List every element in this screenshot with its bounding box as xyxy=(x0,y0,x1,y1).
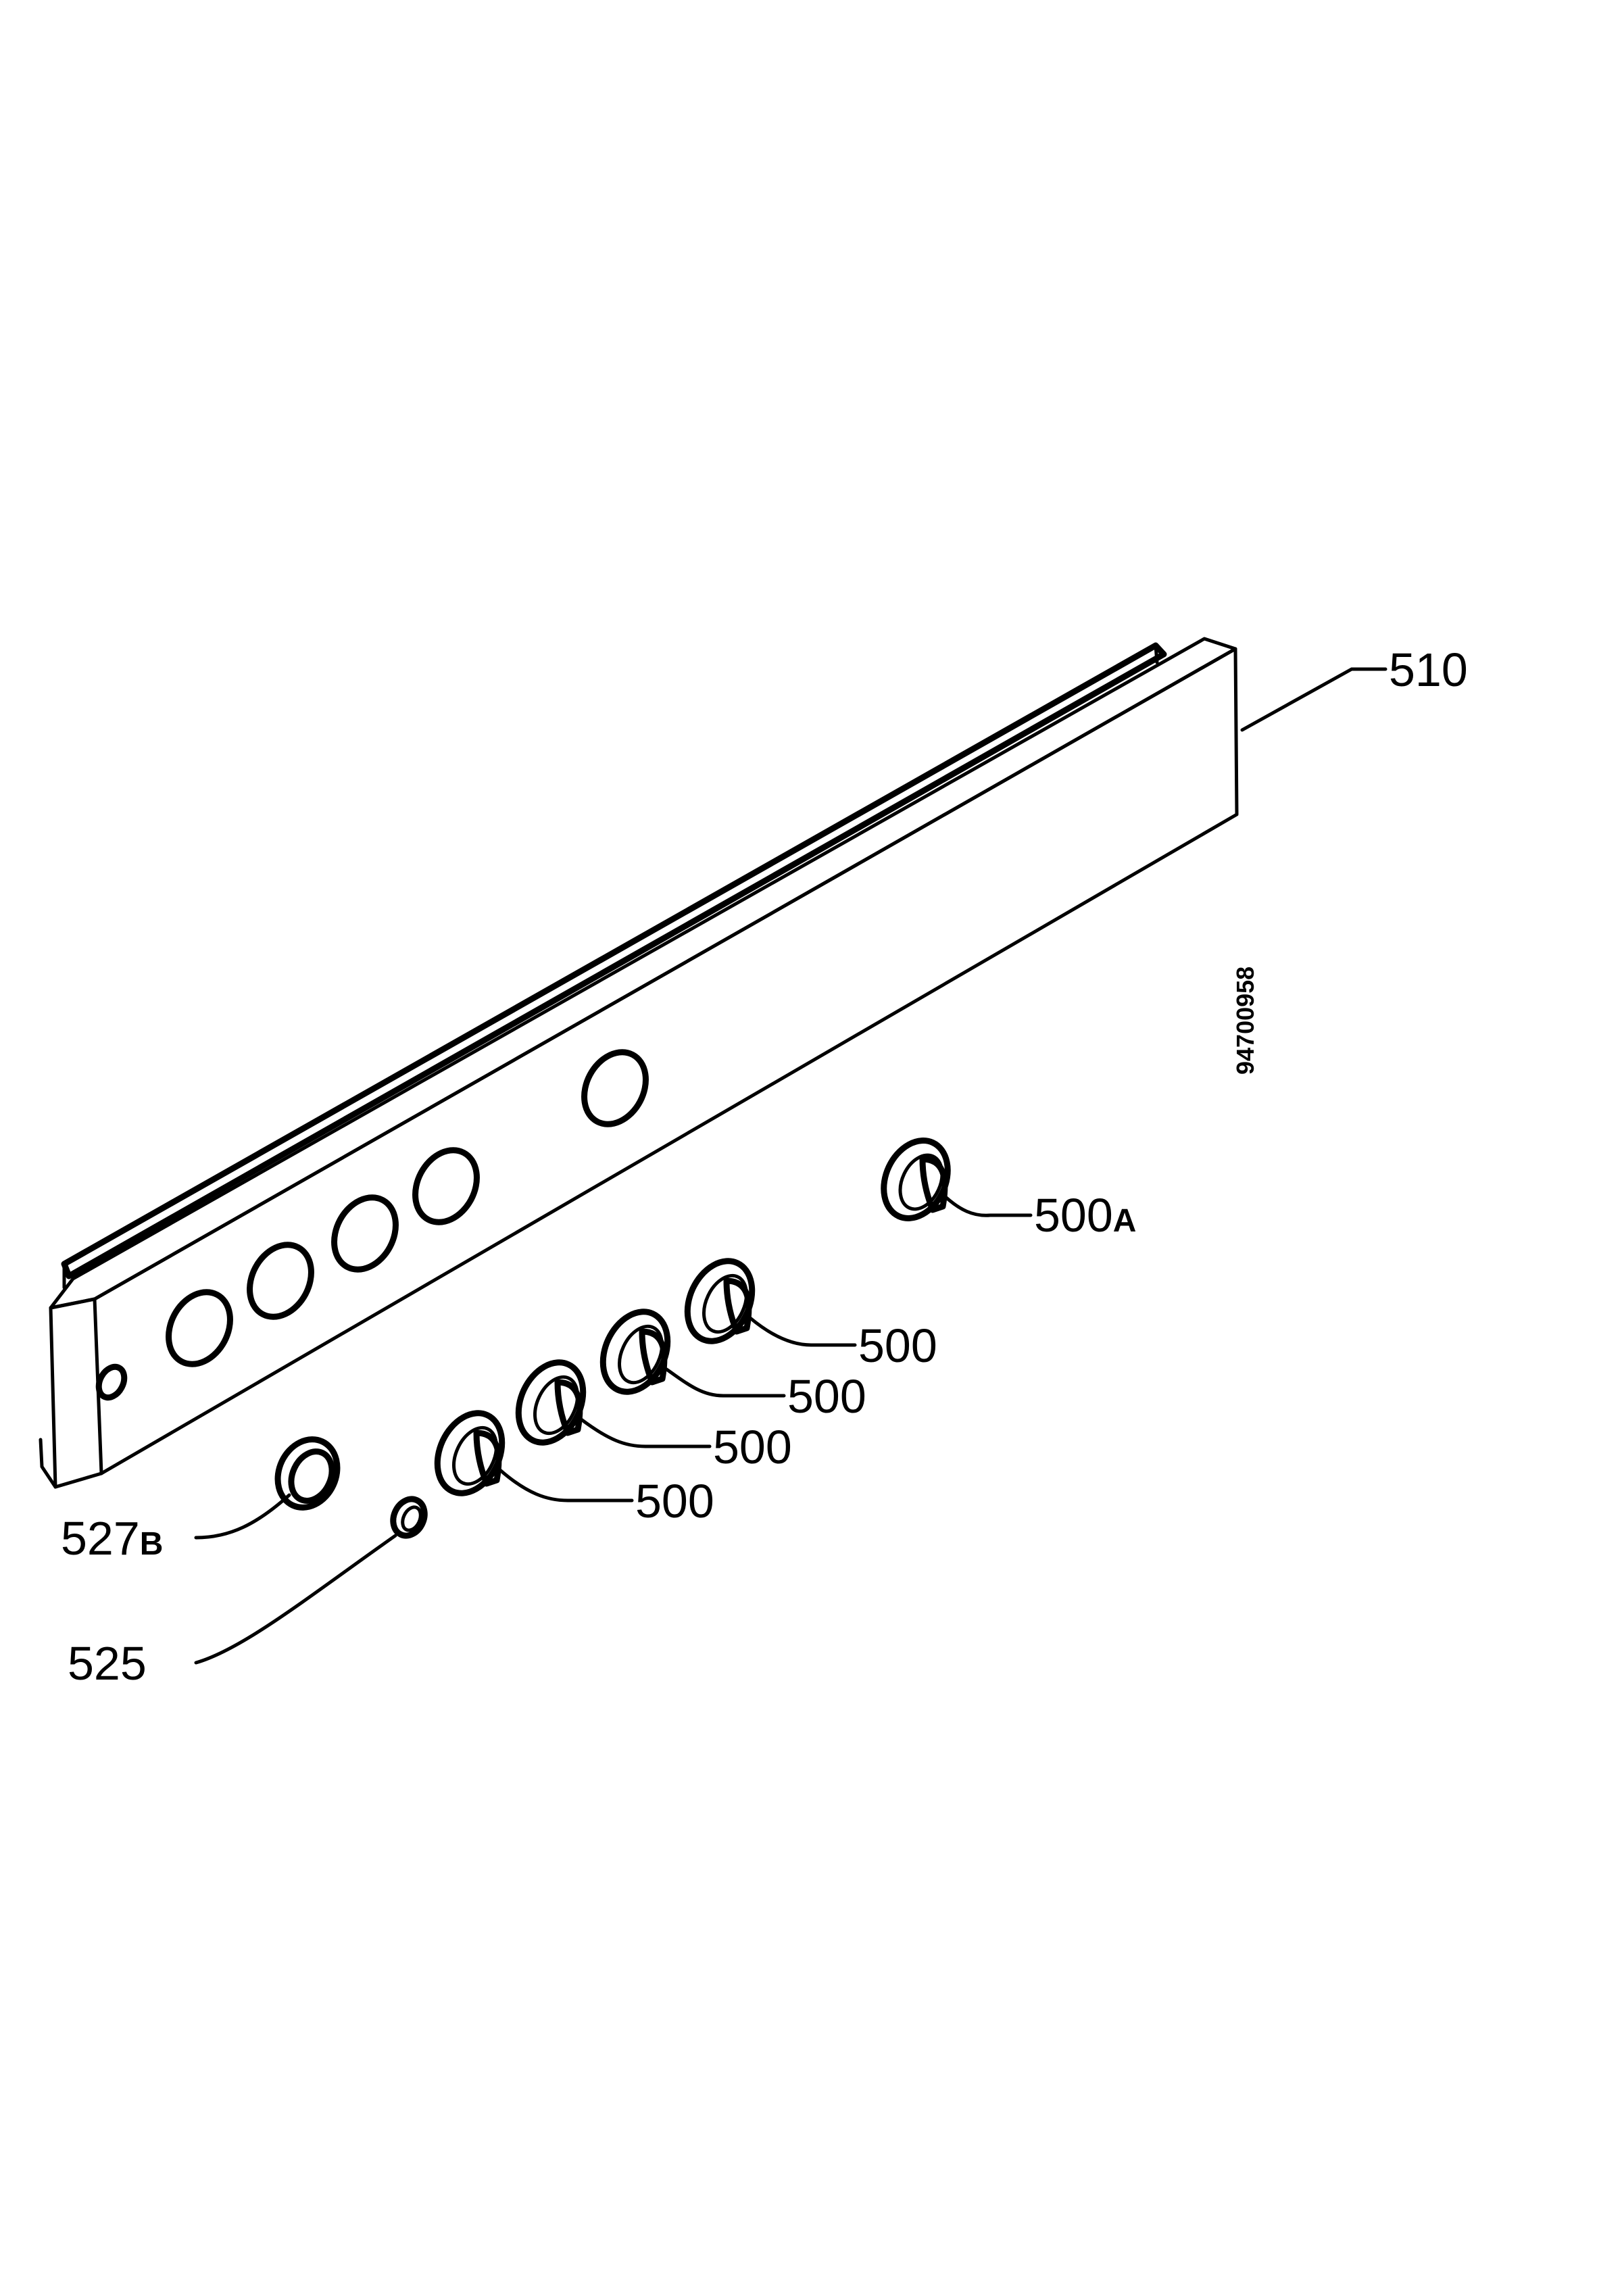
panel-hole-4 xyxy=(412,1147,480,1225)
callout-500a-suffix: A xyxy=(1113,1203,1137,1239)
panel-hole-3 xyxy=(331,1194,399,1273)
knob-500a xyxy=(881,1138,951,1221)
drawing-number: 94700958 xyxy=(1231,967,1259,1075)
panel-hole-small xyxy=(95,1363,128,1401)
knob-500-3 xyxy=(515,1359,587,1446)
leader-500-4 xyxy=(498,1468,634,1503)
panel-left-edge xyxy=(39,1438,57,1489)
callout-527b: 527B xyxy=(61,1512,163,1565)
callout-500a-number: 500 xyxy=(1034,1189,1113,1242)
callout-510: 510 xyxy=(1389,643,1468,696)
panel-hole-1 xyxy=(166,1289,233,1367)
bezel-ring-527b xyxy=(274,1436,341,1511)
leader-500-3 xyxy=(579,1417,712,1448)
leader-525 xyxy=(194,1534,397,1665)
callout-500a: 500A xyxy=(1034,1189,1136,1242)
knob-500-1 xyxy=(684,1258,756,1344)
knob-500-4 xyxy=(434,1410,506,1496)
callout-500-1: 500 xyxy=(858,1319,937,1372)
callout-525: 525 xyxy=(68,1637,147,1690)
leader-500a xyxy=(943,1194,1033,1217)
leader-510 xyxy=(1240,667,1387,732)
button-525 xyxy=(390,1496,428,1539)
panel-hole-5 xyxy=(581,1049,649,1127)
panel-rear-edge xyxy=(62,643,1159,1290)
callout-527b-suffix: B xyxy=(140,1526,164,1562)
callout-500-4: 500 xyxy=(635,1475,714,1528)
knob-500-2 xyxy=(599,1309,671,1395)
callout-500-2: 500 xyxy=(787,1370,866,1423)
panel-rear-flange xyxy=(61,642,1167,1279)
control-panel xyxy=(39,637,1239,1489)
panel-hole-2 xyxy=(247,1242,314,1320)
callout-500-3: 500 xyxy=(713,1421,792,1473)
leader-500-2 xyxy=(664,1367,786,1398)
leader-500-1 xyxy=(748,1316,857,1347)
leader-527b xyxy=(194,1493,291,1540)
callout-527b-number: 527 xyxy=(61,1512,140,1565)
